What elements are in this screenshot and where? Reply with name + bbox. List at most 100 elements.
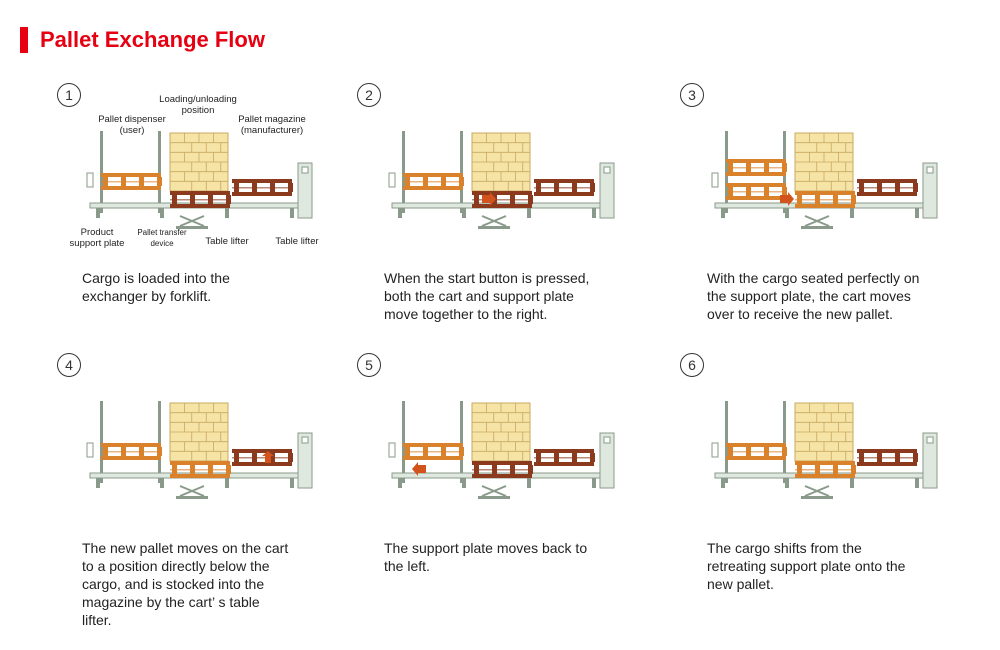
leg [96, 478, 100, 488]
leg [462, 478, 466, 488]
step-1: 1 Loading/unloading position Pallet disp… [0, 83, 319, 363]
step-1-diagram [86, 131, 313, 229]
step-2: 2 When the start button is pressed, both… [302, 83, 615, 363]
frame-post [100, 401, 103, 483]
control-box [711, 442, 719, 458]
leg [915, 478, 919, 488]
cargo-stack [169, 132, 229, 192]
step-3-diagram [711, 131, 938, 229]
cargo-stack [169, 402, 229, 462]
lifter-base [801, 226, 833, 229]
scissor-lifter [179, 215, 205, 227]
magazine-column [599, 162, 615, 219]
dispenser-pallet [101, 443, 162, 460]
leg [850, 478, 854, 488]
step-description: The new pallet moves on the cart to a po… [82, 540, 289, 628]
magazine-panel [603, 436, 611, 444]
leg [527, 208, 531, 218]
cargo-pallet [472, 191, 533, 208]
label-table-lifter-1: Table lifter [205, 236, 249, 247]
label-pallet-dispenser: Pallet dispenser (user) [98, 114, 166, 136]
motion-arrow [262, 451, 274, 463]
lifter-base [478, 226, 510, 229]
leg [721, 208, 725, 218]
page-title: Pallet Exchange Flow [40, 27, 265, 52]
magazine-pallet [857, 449, 918, 466]
magazine-pallet [857, 179, 918, 196]
step-description: With the cargo seated perfectly on the s… [707, 270, 920, 322]
control-box [388, 172, 396, 188]
step-2-diagram [388, 131, 615, 229]
magazine-column [297, 432, 313, 489]
magazine-column [922, 432, 938, 489]
scissor-lifter [179, 485, 205, 497]
dispenser-pallet [726, 443, 787, 460]
scissor-lifter [804, 485, 830, 497]
scissor-lifter [804, 215, 830, 227]
label-pallet-transfer-device: Pallet transfer device [137, 228, 187, 248]
magazine-panel [926, 436, 934, 444]
leg [462, 208, 466, 218]
dispenser-pallet [101, 173, 162, 190]
cargo-pallet [795, 461, 856, 478]
leg [850, 208, 854, 218]
frame-post [725, 401, 728, 483]
step-number: 4 [57, 353, 81, 377]
frame-post [158, 401, 161, 483]
frame-post [402, 131, 405, 213]
leg [785, 208, 789, 218]
magazine-panel [926, 166, 934, 174]
lifter-base [176, 496, 208, 499]
cargo-pallet [795, 191, 856, 208]
leg [592, 208, 596, 218]
dispenser-pallet-upper [726, 159, 787, 176]
magazine-pallet [534, 449, 595, 466]
control-box [86, 442, 94, 458]
step-4-diagram [86, 401, 313, 499]
step-description: The cargo shifts from the retreating sup… [707, 540, 906, 592]
step-6: 6 The cargo shifts from the retreating s… [625, 353, 938, 633]
control-box [711, 172, 719, 188]
frame-post [158, 131, 161, 213]
label-pallet-magazine: Pallet magazine (manufacturer) [238, 114, 306, 136]
leg [160, 478, 164, 488]
leg [398, 478, 402, 488]
motion-arrow [412, 462, 426, 476]
magazine-column [599, 432, 615, 489]
label-product-support-plate: Product support plate [69, 227, 125, 249]
leg [398, 208, 402, 218]
frame-post [460, 131, 463, 213]
label-loading-position: Loading/unloading position [159, 94, 237, 116]
step-description: Cargo is loaded into the exchanger by fo… [82, 270, 230, 304]
step-4: 4 The new pallet moves on the cart to a … [0, 353, 313, 633]
magazine-pallet [232, 449, 293, 466]
step-6-diagram [711, 401, 938, 499]
step-number: 2 [357, 83, 381, 107]
control-box [86, 172, 94, 188]
leg [96, 208, 100, 218]
leg [290, 478, 294, 488]
step-number: 3 [680, 83, 704, 107]
leg [527, 478, 531, 488]
scissor-lifter [481, 215, 507, 227]
cargo-stack [471, 132, 531, 192]
frame-post [783, 401, 786, 483]
lifter-base [801, 496, 833, 499]
leg [225, 478, 229, 488]
leg [721, 478, 725, 488]
magazine-panel [301, 436, 309, 444]
step-number: 6 [680, 353, 704, 377]
dispenser-pallet [403, 173, 464, 190]
step-5: 5 The support plate moves back to the le… [302, 353, 615, 633]
frame-post [402, 401, 405, 483]
lifter-base [478, 496, 510, 499]
motion-arrow [780, 192, 794, 206]
frame-post [100, 131, 103, 213]
control-box [388, 442, 396, 458]
cargo-pallet [170, 461, 231, 478]
leg [225, 208, 229, 218]
leg [160, 208, 164, 218]
leg [785, 478, 789, 488]
magazine-panel [603, 166, 611, 174]
magazine-pallet [232, 179, 293, 196]
